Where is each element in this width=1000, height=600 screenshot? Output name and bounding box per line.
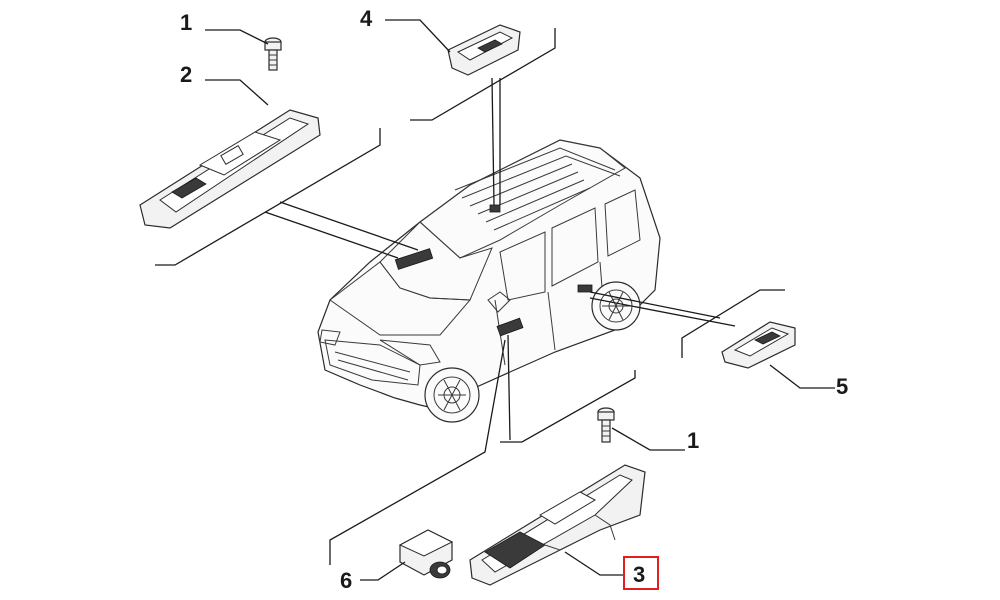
part-switch-right bbox=[721, 321, 796, 369]
part-bolt-top bbox=[264, 37, 282, 71]
part-bolt-bottom bbox=[597, 407, 615, 443]
callout-4: 4 bbox=[360, 6, 373, 31]
callout-2: 2 bbox=[180, 62, 192, 87]
callout-labels: 1 2 4 5 1 6 3 bbox=[180, 6, 848, 593]
van-illustration bbox=[317, 139, 661, 423]
part-switch-top bbox=[447, 24, 521, 76]
callout-1-bottom: 1 bbox=[687, 428, 699, 453]
callout-6: 6 bbox=[340, 568, 352, 593]
part-rotary-knob bbox=[398, 529, 454, 579]
leader-lines bbox=[155, 19, 835, 581]
callout-3: 3 bbox=[633, 562, 645, 587]
callout-3-highlight-box bbox=[623, 556, 659, 590]
callout-1-top: 1 bbox=[180, 10, 192, 35]
part-switch-panel-left bbox=[139, 109, 321, 229]
part-master-switch bbox=[469, 464, 646, 586]
callout-5: 5 bbox=[836, 374, 848, 399]
